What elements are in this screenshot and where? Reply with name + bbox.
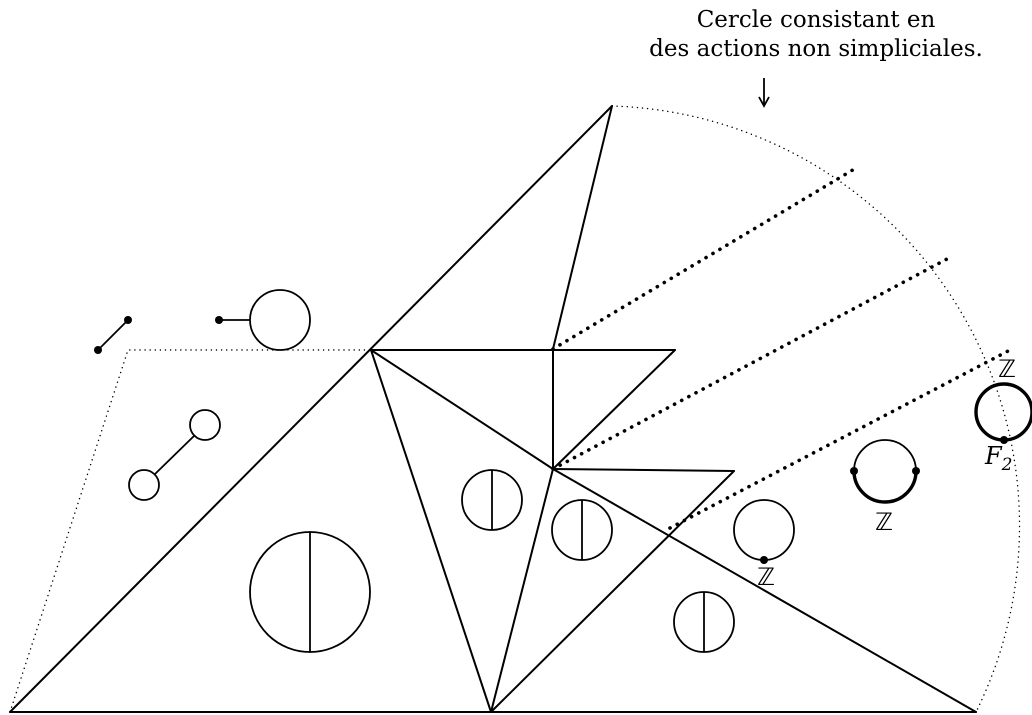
caption-line-2: des actions non simpliciales. bbox=[649, 36, 983, 62]
dotted-ray-3 bbox=[668, 348, 1012, 530]
z-circle-label: ℤ bbox=[757, 563, 775, 591]
caption-line-1: Cercle consistant en bbox=[697, 7, 936, 33]
z-arc-label: ℤ bbox=[875, 508, 893, 536]
dotted-ray-1 bbox=[551, 166, 858, 351]
caption-arrow bbox=[758, 78, 770, 108]
lollipop-circle bbox=[215, 289, 311, 351]
z-arc-circle bbox=[850, 439, 920, 504]
z-top-label: ℤ bbox=[998, 355, 1016, 383]
split-circle-2 bbox=[551, 499, 613, 561]
split-circle-1 bbox=[461, 469, 523, 531]
split-circle-3 bbox=[673, 591, 735, 653]
segment-with-endpoints bbox=[94, 316, 132, 354]
split-circle-large bbox=[249, 531, 371, 653]
triangulation-edges bbox=[9, 105, 977, 713]
dotted-ray-2 bbox=[551, 257, 949, 471]
z-circle bbox=[733, 499, 795, 564]
left-dotted-boundary bbox=[9, 349, 372, 713]
f2-label: F2 bbox=[984, 442, 1012, 475]
dumbbell-circles bbox=[128, 409, 221, 501]
f2-circle bbox=[974, 382, 1032, 444]
